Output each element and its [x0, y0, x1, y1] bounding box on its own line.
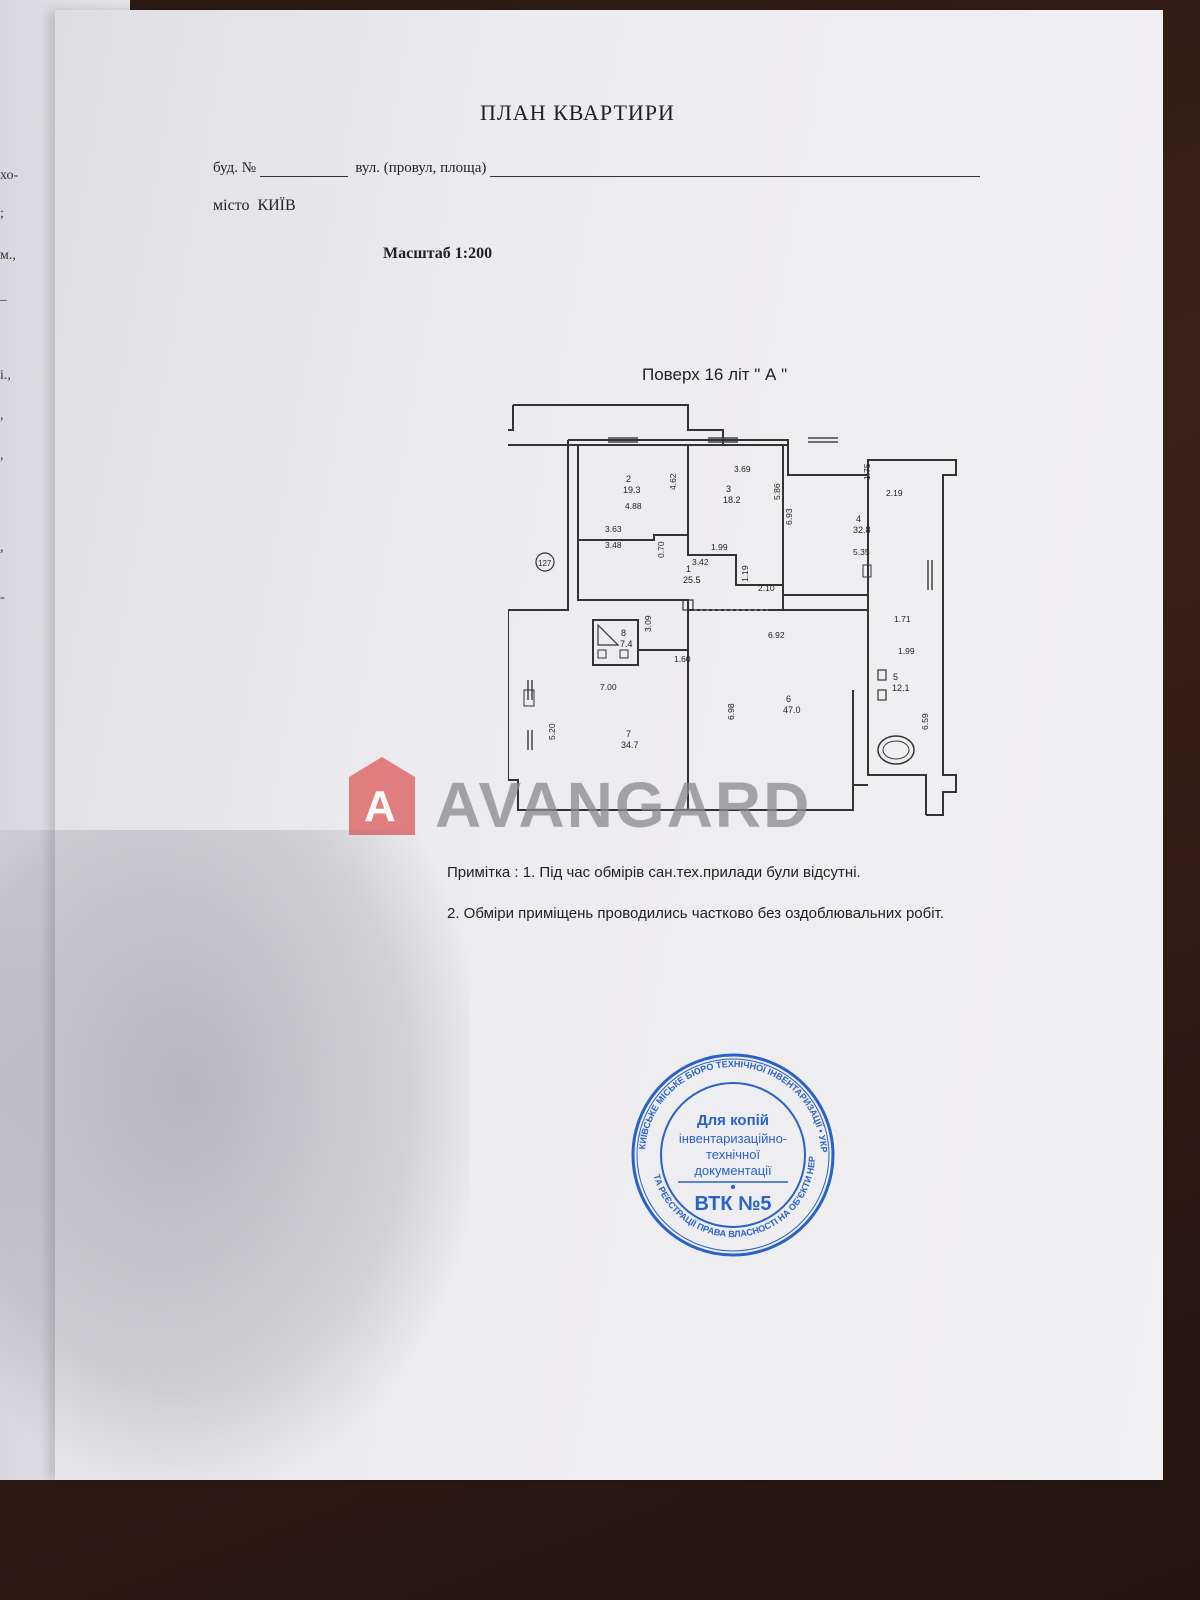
dimension-label: 2.10 — [758, 583, 775, 593]
scale-label: Масштаб 1:200 — [383, 245, 493, 262]
left-text-fragment: , — [0, 540, 4, 555]
room-number: 7 — [626, 729, 631, 739]
dimension-label: 1.19 — [740, 565, 750, 582]
floor-caption: Поверх 16 літ " А " — [642, 365, 788, 384]
dimension-label: 3.09 — [643, 615, 653, 632]
dimension-label: 1.71 — [894, 614, 911, 624]
left-text-fragment: м., — [0, 248, 16, 263]
room-area: 7.4 — [620, 639, 633, 649]
room-number: 6 — [786, 694, 791, 704]
stamp-line-2: інвентаризаційно- — [679, 1131, 787, 1146]
dimension-label: 3.42 — [692, 557, 709, 567]
room-area: 47.0 — [783, 705, 801, 715]
dimension-label: 1.99 — [711, 542, 728, 552]
building-blank — [259, 176, 348, 177]
left-text-fragment: - — [0, 590, 5, 605]
street-blank — [490, 176, 981, 177]
dimension-label: 3.48 — [605, 540, 622, 550]
room-area: 32.8 — [853, 525, 871, 535]
city-line: місто КИЇВ — [213, 197, 296, 215]
dimension-label: 5.86 — [772, 483, 782, 500]
room-area: 18.2 — [723, 495, 741, 505]
dimension-label: 6.59 — [920, 713, 930, 730]
dimension-label: 0.70 — [656, 541, 666, 558]
dimension-label: 5.20 — [547, 723, 557, 740]
watermark-brand: AVANGARD — [435, 769, 812, 841]
axis-marker: 127 — [538, 559, 552, 568]
left-text-fragment: хо- — [0, 168, 19, 183]
left-text-fragment: , — [0, 408, 4, 423]
avangard-logo-icon: A — [349, 757, 415, 835]
city-value: КИЇВ — [257, 197, 296, 214]
dimension-label: 7.00 — [600, 682, 617, 692]
dimension-label: 1.75 — [862, 463, 872, 480]
room-number: 2 — [626, 474, 631, 484]
dimension-label: 4.88 — [625, 501, 642, 511]
left-text-fragment: ; — [0, 206, 4, 221]
note-1: Примітка : 1. Під час обмірів сан.тех.пр… — [447, 864, 861, 881]
stamp-line-4: документації — [694, 1163, 772, 1178]
left-text-fragment: і., — [0, 368, 11, 383]
building-label: буд. № — [213, 160, 257, 176]
logo-letter: A — [364, 782, 396, 831]
dimension-label: 3.69 — [734, 464, 751, 474]
address-line: буд. № вул. (провул, площа) — [213, 160, 981, 177]
note-2: 2. Обміри приміщень проводились частково… — [447, 905, 944, 922]
dimension-label: 4.62 — [668, 473, 678, 490]
document-sheet — [55, 10, 1163, 1480]
room-area: 19.3 — [623, 485, 641, 495]
left-text-fragment: _ — [0, 288, 7, 303]
city-label: місто — [213, 197, 250, 214]
room-number: 1 — [686, 564, 691, 574]
dimension-label: 6.98 — [726, 703, 736, 720]
stamp-code: ВТК №5 — [694, 1193, 771, 1215]
room-area: 12.1 — [892, 683, 910, 693]
dimension-label: 1.99 — [898, 646, 915, 656]
dimension-label: 6.93 — [784, 508, 794, 525]
floor-plan: 127 2 19.3 3 18.2 4 32.8 1 25.5 8 7.4 6 … — [508, 404, 957, 816]
dimension-label: 6.92 — [768, 630, 785, 640]
dimension-label: 2.19 — [886, 488, 903, 498]
street-label: вул. (провул, площа) — [355, 160, 487, 176]
room-area: 34.7 — [621, 740, 639, 750]
stamp-line-3: технічної — [706, 1147, 761, 1162]
room-number: 8 — [621, 628, 626, 638]
stamp-line-1: Для копій — [697, 1112, 769, 1129]
dimension-label: 1.60 — [674, 654, 691, 664]
room-number: 5 — [893, 672, 898, 682]
left-text-fragment: , — [0, 448, 4, 463]
document-title: ПЛАН КВАРТИРИ — [480, 100, 675, 125]
room-area: 25.5 — [683, 575, 701, 585]
room-number: 4 — [856, 514, 861, 524]
dimension-label: 3.63 — [605, 524, 622, 534]
room-number: 3 — [726, 484, 731, 494]
dimension-label: 5.35 — [853, 547, 870, 557]
official-stamp: КИЇВСЬКЕ МІСЬКЕ БЮРО ТЕХНІЧНОЇ ІНВЕНТАРИ… — [628, 1050, 835, 1257]
